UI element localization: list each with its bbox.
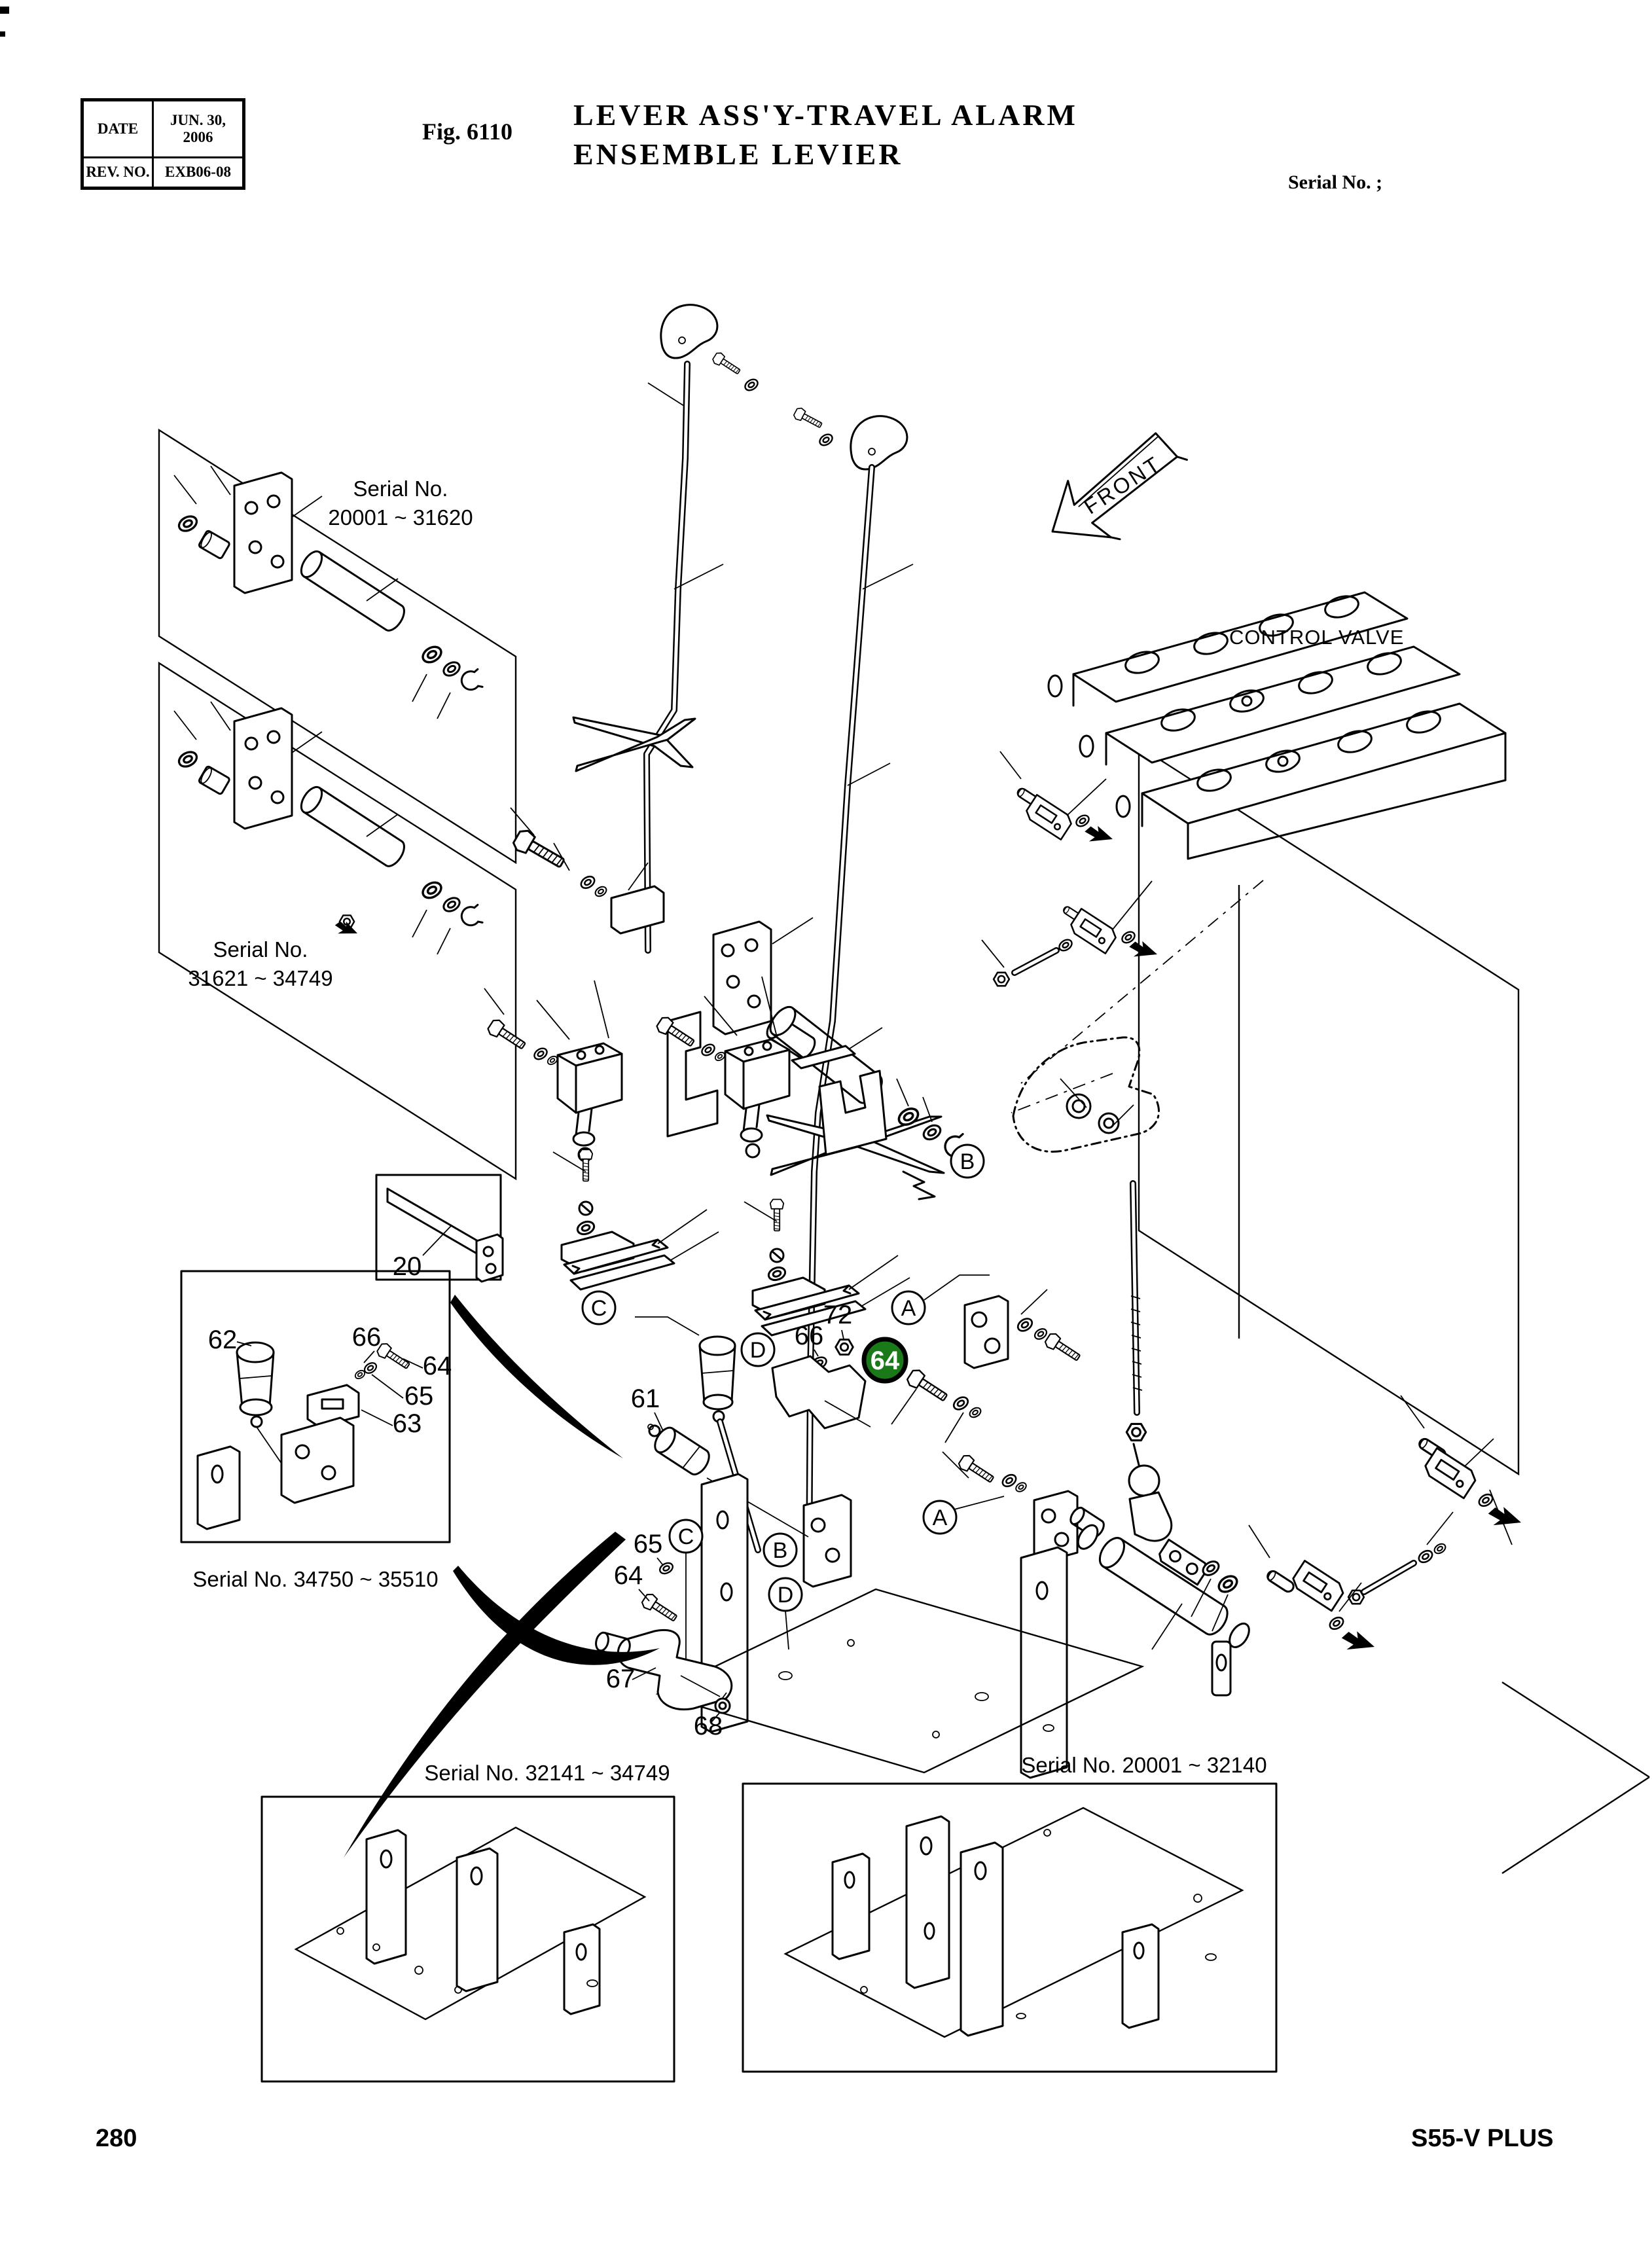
ref-circle-d <box>740 1332 776 1367</box>
page-number: 280 <box>96 2125 137 2152</box>
serial-range-1-line1: Serial No. <box>353 477 448 501</box>
part-label-66: 66 <box>795 1322 824 1350</box>
fasteners-65-64-lower: 65 64 <box>614 1530 681 1626</box>
ref-circle-a <box>922 1500 958 1535</box>
serial-range-5: Serial No. 20001 ~ 32140 <box>1021 1753 1266 1777</box>
date-value: JUN. 30, 2006 <box>152 99 245 158</box>
clevis-chain-lower <box>1248 1511 1454 1657</box>
highlight-circle <box>861 1337 908 1384</box>
highlight-64: 64 <box>861 1337 984 1443</box>
clevis-chain-right <box>1400 1395 1524 1545</box>
lever-2 <box>766 406 945 1588</box>
alarm-bracket-group: 66 72 <box>771 1301 871 1430</box>
control-valve-label: CONTROL VALVE <box>1229 626 1404 649</box>
serial-range-2-line1: Serial No. <box>213 937 308 962</box>
base-structure: C B D <box>655 1473 1145 1779</box>
part-label-65: 65 <box>634 1530 663 1558</box>
part-label-72: 72 <box>823 1301 853 1329</box>
part-label-64: 64 <box>614 1561 643 1590</box>
revision-table: DATE JUN. 30, 2006 REV. NO. EXB06-08 <box>81 98 245 190</box>
ref-letter-a: A <box>933 1505 948 1530</box>
scan-speck <box>0 7 9 14</box>
control-valve: CONTROL VALVE <box>1020 591 1507 1084</box>
hinge-plate-a-lower: A <box>922 1451 1105 1563</box>
ref-letter-c: C <box>678 1524 694 1549</box>
switch-block-1 <box>484 980 623 1162</box>
part-label-68: 68 <box>694 1712 723 1740</box>
date-label: DATE <box>81 99 154 158</box>
ref-circle-b <box>950 1144 985 1179</box>
ref-letter-b: B <box>960 1149 975 1174</box>
title-english: LEVER ASS'Y-TRAVEL ALARM <box>573 98 1078 132</box>
serial-range-3: Serial No. 34750 ~ 35510 <box>192 1567 438 1591</box>
rev-value: EXB06-08 <box>152 156 245 190</box>
highlight-64-label: 64 <box>871 1346 900 1375</box>
ref-letter-d: D <box>778 1583 794 1608</box>
ref-circle-a <box>891 1290 926 1325</box>
part-label-63: 63 <box>393 1409 422 1438</box>
model-name: S55-V PLUS <box>1411 2125 1554 2152</box>
ref-letter-a: A <box>901 1296 916 1321</box>
page-title: LEVER ASS'Y-TRAVEL ALARM ENSEMBLE LEVIER <box>573 96 1078 174</box>
ref-letter-b: B <box>773 1538 788 1563</box>
inset-box-20: 20 <box>375 1174 504 1283</box>
switch-block-2 <box>654 976 883 1159</box>
hinge-plate-a-upper: A <box>891 1274 1084 1369</box>
part-label-62: 62 <box>208 1325 238 1354</box>
clamp-chain-upper-b <box>981 880 1160 987</box>
ref-circle-c <box>581 1290 617 1325</box>
serial-panel-1: Serial No. 20001 ~ 31620 <box>158 428 517 865</box>
bolt-chain-left-of-lever1 <box>510 807 665 935</box>
clamp-chain-d: D <box>740 1198 910 1367</box>
serial-range-2-line2: 31621 ~ 34749 <box>188 966 332 990</box>
table-row: REV. NO. EXB06-08 <box>81 156 245 190</box>
scan-speck <box>0 31 5 37</box>
title-french: ENSEMBLE LEVIER <box>573 137 903 171</box>
rev-label: REV. NO. <box>81 156 154 190</box>
part-label-67: 67 <box>606 1665 636 1693</box>
baseplate-box-20001: Serial No. 20001 ~ 32140 <box>742 1753 1278 2073</box>
part-label-64: 64 <box>423 1352 452 1380</box>
rod-and-linkage <box>1077 1180 1250 1697</box>
part-label-61: 61 <box>631 1384 660 1413</box>
ref-letter-d: D <box>750 1338 766 1363</box>
serial-range-1-line2: 20001 ~ 31620 <box>328 505 473 530</box>
ref-circle-b <box>763 1532 798 1568</box>
serial-note: Serial No. ; <box>1288 171 1383 193</box>
clamp-chain-c: C <box>552 1149 719 1325</box>
part-label-66: 66 <box>352 1323 382 1352</box>
baseplate-box-32141: Serial No. 32141 ~ 34749 <box>260 1761 675 2083</box>
part-label-20: 20 <box>393 1252 422 1281</box>
ref-letter-c: C <box>591 1296 607 1321</box>
pointer-swooshes <box>344 1295 660 1858</box>
pedal-bracket <box>1011 1036 1160 1153</box>
serial-range-4: Serial No. 32141 ~ 34749 <box>424 1761 670 1785</box>
mounting-panel-outline <box>1138 744 1650 1875</box>
front-arrow: FRONT <box>1051 432 1188 541</box>
clamp-chain-upper-a <box>999 751 1115 848</box>
serial-panel-2: Serial No. 31621 ~ 34749 <box>158 661 517 1181</box>
inset-box-62-group: 62 66 64 65 63 <box>180 1270 452 1543</box>
cross-shaft-assembly: B <box>769 1005 985 1179</box>
front-label: FRONT <box>1079 451 1166 519</box>
figure-number: Fig. 6110 <box>422 118 513 145</box>
lever-1 <box>572 304 816 1138</box>
part-label-65: 65 <box>404 1382 434 1411</box>
table-row: DATE JUN. 30, 2006 <box>81 99 245 158</box>
